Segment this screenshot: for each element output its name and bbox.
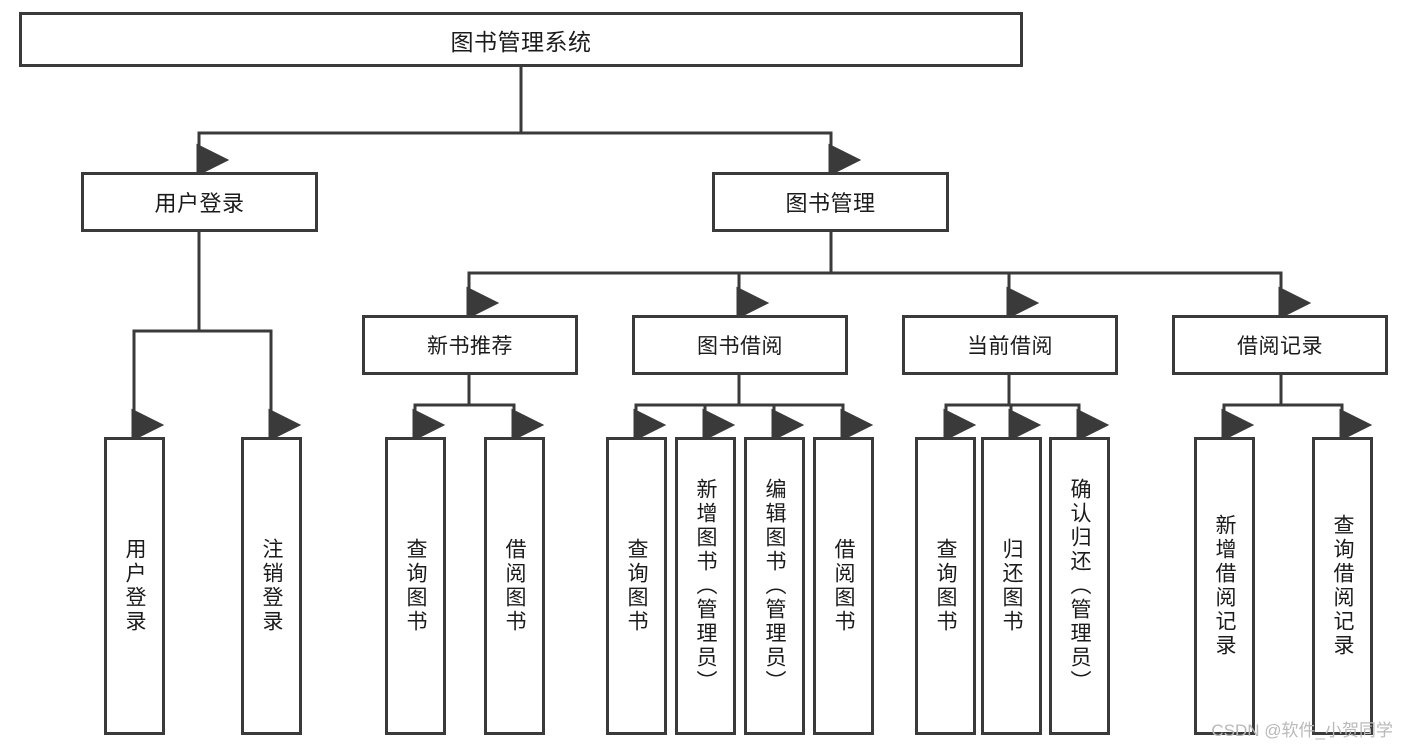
node-book-management[interactable]: 图书管理 <box>712 172 949 232</box>
node-borrow-record[interactable]: 借阅记录 <box>1172 315 1388 375</box>
node-root-label: 图书管理系统 <box>450 28 592 55</box>
leaf-edit-book[interactable]: 编辑图书（管理员） <box>744 437 805 735</box>
leaf-add-book[interactable]: 新增图书（管理员） <box>675 437 736 735</box>
leaf-return-book-label: 归还图书 <box>1000 538 1023 634</box>
leaf-add-borrow-record-label: 新增借阅记录 <box>1213 514 1236 658</box>
leaf-query-book-current[interactable]: 查询图书 <box>915 437 976 735</box>
leaf-logout[interactable]: 注销登录 <box>241 437 302 735</box>
leaf-return-book[interactable]: 归还图书 <box>981 437 1042 735</box>
node-book-management-label: 图书管理 <box>785 191 876 216</box>
leaf-query-borrow-record[interactable]: 查询借阅记录 <box>1312 437 1373 735</box>
leaf-borrow-book[interactable]: 借阅图书 <box>813 437 874 735</box>
leaf-edit-book-label: 编辑图书（管理员） <box>763 478 786 694</box>
leaf-query-book-new-label: 查询图书 <box>404 538 427 634</box>
node-current-borrow-label: 当前借阅 <box>967 335 1053 358</box>
leaf-user-login[interactable]: 用户登录 <box>104 437 165 735</box>
leaf-query-book-borrow[interactable]: 查询图书 <box>606 437 667 735</box>
node-new-book-recommend[interactable]: 新书推荐 <box>362 315 578 375</box>
leaf-query-book-borrow-label: 查询图书 <box>625 538 648 634</box>
node-root-book-management-system[interactable]: 图书管理系统 <box>19 12 1023 67</box>
leaf-confirm-return-label: 确认归还（管理员） <box>1068 478 1091 694</box>
leaf-logout-label: 注销登录 <box>260 538 283 634</box>
leaf-query-book-new[interactable]: 查询图书 <box>385 437 446 735</box>
node-book-borrow-label: 图书借阅 <box>697 335 783 358</box>
node-new-book-recommend-label: 新书推荐 <box>427 335 513 358</box>
leaf-user-login-label: 用户登录 <box>123 538 146 634</box>
node-user-login-label: 用户登录 <box>154 191 245 216</box>
leaf-confirm-return[interactable]: 确认归还（管理员） <box>1049 437 1110 735</box>
leaf-add-book-label: 新增图书（管理员） <box>694 478 717 694</box>
leaf-query-borrow-record-label: 查询借阅记录 <box>1331 514 1354 658</box>
leaf-borrow-book-label: 借阅图书 <box>832 538 855 634</box>
csdn-watermark: CSDN @软件_小贺同学 <box>1211 721 1393 740</box>
leaf-borrow-book-new-label: 借阅图书 <box>503 538 526 634</box>
leaf-add-borrow-record[interactable]: 新增借阅记录 <box>1194 437 1255 735</box>
node-book-borrow[interactable]: 图书借阅 <box>632 315 848 375</box>
node-user-login[interactable]: 用户登录 <box>81 172 318 232</box>
node-borrow-record-label: 借阅记录 <box>1237 335 1323 358</box>
node-current-borrow[interactable]: 当前借阅 <box>902 315 1118 375</box>
leaf-query-book-current-label: 查询图书 <box>934 538 957 634</box>
leaf-borrow-book-new[interactable]: 借阅图书 <box>484 437 545 735</box>
